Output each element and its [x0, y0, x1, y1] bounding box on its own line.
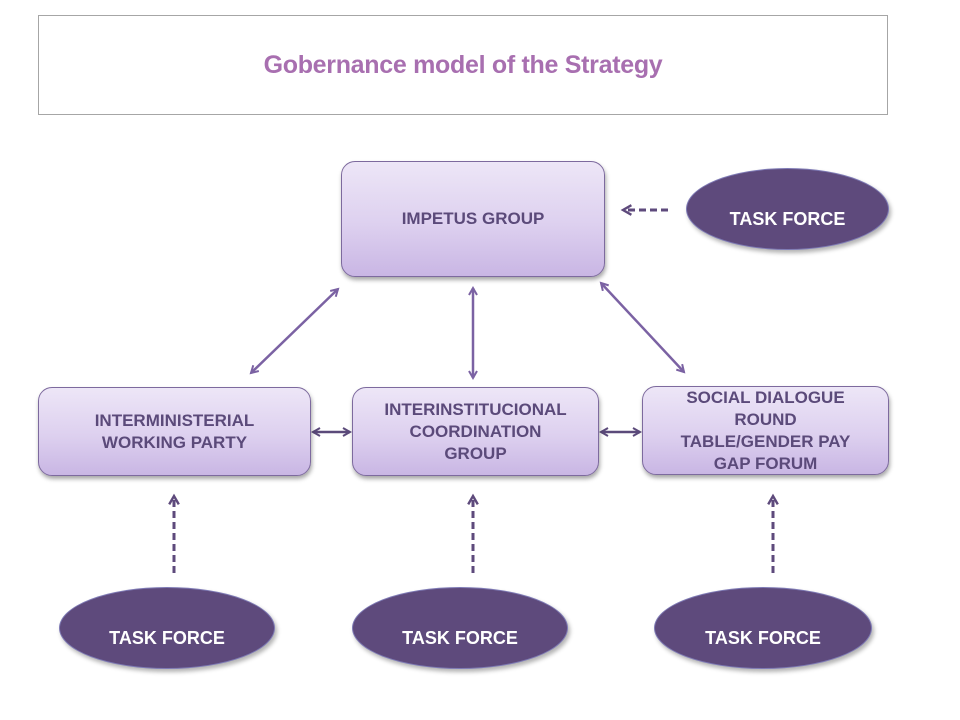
node-interministerial-label: INTERMINISTERIAL WORKING PARTY: [94, 410, 255, 452]
task-force-left-label: TASK FORCE: [109, 627, 225, 648]
node-interministerial-working-party: INTERMINISTERIAL WORKING PARTY: [38, 387, 311, 476]
title-box: Gobernance model of the Strategy: [38, 15, 888, 115]
node-social-dialogue-round-table: SOCIAL DIALOGUE ROUND TABLE/GENDER PAY G…: [642, 386, 889, 475]
task-force-middle-label: TASK FORCE: [402, 627, 518, 648]
diagram-title: Gobernance model of the Strategy: [263, 50, 663, 79]
node-impetus-group: IMPETUS GROUP: [341, 161, 605, 277]
node-social-dialogue-label: SOCIAL DIALOGUE ROUND TABLE/GENDER PAY G…: [680, 387, 851, 473]
task-force-left: TASK FORCE: [59, 587, 275, 669]
node-interinstitutional-label: INTERINSTITUCIONAL COORDINATION GROUP: [384, 399, 567, 463]
task-force-right: TASK FORCE: [654, 587, 872, 669]
arrow-impetus-social-dialogue: [599, 281, 686, 374]
task-force-top-label: TASK FORCE: [729, 208, 846, 229]
task-force-middle: TASK FORCE: [352, 587, 568, 669]
arrow-impetus-interministerial: [249, 287, 340, 375]
node-impetus-group-label: IMPETUS GROUP: [401, 209, 545, 228]
task-force-right-label: TASK FORCE: [705, 627, 821, 648]
node-interinstitutional-coordination-group: INTERINSTITUCIONAL COORDINATION GROUP: [352, 387, 599, 476]
task-force-top: TASK FORCE: [686, 168, 889, 250]
